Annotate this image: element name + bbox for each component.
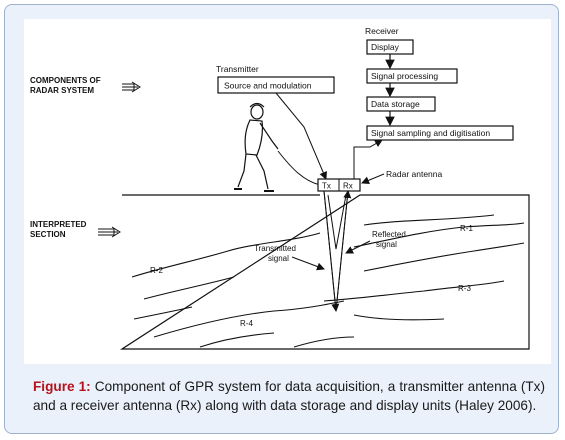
interpreted-label-line2: SECTION [30,230,66,239]
gpr-diagram: COMPONENTS OF RADAR SYSTEM INTERPRETED S… [30,26,530,350]
transmitted-signal-label-2: signal [268,254,289,263]
transmitter-title: Transmitter [216,64,259,74]
interpreted-section-outline [119,194,530,350]
receiver-title: Receiver [365,26,399,36]
receiver-cable [353,139,383,179]
figure-frame: COMPONENTS OF RADAR SYSTEM INTERPRETED S… [4,4,559,434]
reflector-label-r3: R-3 [458,284,471,293]
reflector-lines [131,214,525,348]
tx-label: Tx [322,182,331,191]
display-label: Display [371,42,400,52]
radar-antenna-pointer [361,173,385,185]
signal-sampling-label: Signal sampling and digitisation [371,128,490,138]
signal-processing-box [366,68,458,84]
signal-rays [323,190,352,312]
caption-label: Figure 1: [33,379,91,394]
rx-label: Rx [343,182,353,191]
reflected-signal-label-2: signal [376,240,397,249]
figure-image: COMPONENTS OF RADAR SYSTEM INTERPRETED S… [24,19,551,364]
radar-antenna-label: Radar antenna [386,169,443,179]
reflector-label-r1: R-1 [460,224,473,233]
reflected-pointer [345,240,371,254]
reflector-label-r4: R-4 [240,319,253,328]
transmitter-cable [275,92,327,180]
figure-caption: Figure 1: Component of GPR system for da… [33,377,545,415]
components-label-line1: COMPONENTS OF [30,76,101,85]
operator-cable [277,150,321,186]
components-label-line2: RADAR SYSTEM [30,86,94,95]
caption-text: Component of GPR system for data acquisi… [33,379,545,413]
data-storage-box [366,96,436,112]
interpreted-label-line1: INTERPRETED [30,220,87,229]
operator-figure [234,102,279,192]
source-modulation-label: Source and modulation [224,81,312,91]
transmitted-signal-label-1: Transmitted [254,244,296,253]
reflector-label-r2: R-2 [150,266,163,275]
signal-sampling-box [366,125,514,141]
signal-processing-label: Signal processing [371,71,438,81]
transmitted-pointer [291,256,325,271]
data-storage-label: Data storage [371,99,420,109]
interpreted-arrow-icon [98,226,121,238]
components-arrow-icon [122,81,141,93]
reflected-signal-label-1: Reflected [372,230,406,239]
